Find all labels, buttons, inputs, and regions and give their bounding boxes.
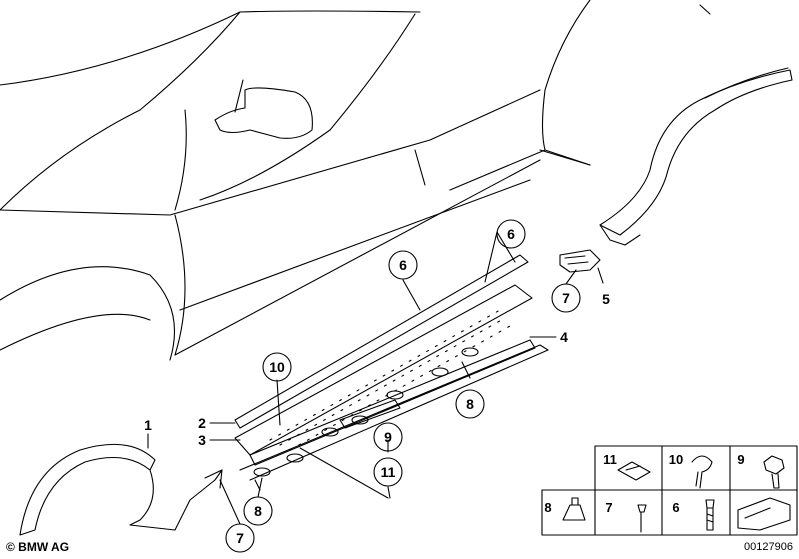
hex-screw-icon (763, 455, 785, 489)
parts-legend (541, 445, 798, 536)
callout-2: 2 (198, 415, 206, 431)
nut-clip-icon (617, 461, 651, 481)
callout-labels: 1 2 3 4 5 6 6 7 7 8 8 9 10 11 (144, 226, 610, 546)
callout-3: 3 (198, 432, 206, 448)
expanding-rivet-icon (691, 455, 713, 489)
legend-9: 9 (737, 452, 744, 467)
callout-1: 1 (144, 417, 152, 433)
screw-icon (705, 499, 715, 531)
side-sill-assembly (234, 254, 549, 491)
legend-8: 8 (544, 500, 551, 515)
callout-8-right: 8 (466, 396, 474, 412)
legend-11: 11 (603, 452, 617, 467)
callout-5: 5 (602, 291, 610, 307)
callout-7-rear: 7 (562, 290, 570, 306)
callout-8-left: 8 (254, 503, 262, 519)
callout-6-upper: 6 (507, 226, 515, 242)
blind-rivet-icon (637, 504, 647, 533)
legend-labels: 11 10 9 8 7 6 (544, 452, 744, 515)
copyright-text: © BMW AG (6, 540, 70, 554)
callout-11: 11 (381, 464, 396, 480)
callout-4: 4 (560, 329, 568, 345)
callout-6-lower: 6 (399, 257, 407, 273)
legend-7: 7 (605, 500, 612, 515)
car-body-outline (0, 0, 711, 361)
diagram-id: 00127906 (744, 541, 793, 553)
rear-wheel-arch-trim (559, 67, 793, 273)
leader-lines (147, 231, 604, 525)
callout-circles (225, 219, 581, 553)
arrow-pictogram-icon (737, 497, 791, 531)
legend-10: 10 (669, 452, 683, 467)
callout-10: 10 (269, 359, 285, 375)
legend-6: 6 (672, 500, 679, 515)
front-wheel-arch-trim (19, 443, 223, 536)
clip-icon (562, 497, 586, 521)
callout-9: 9 (384, 429, 392, 445)
callout-7-front: 7 (236, 530, 244, 546)
